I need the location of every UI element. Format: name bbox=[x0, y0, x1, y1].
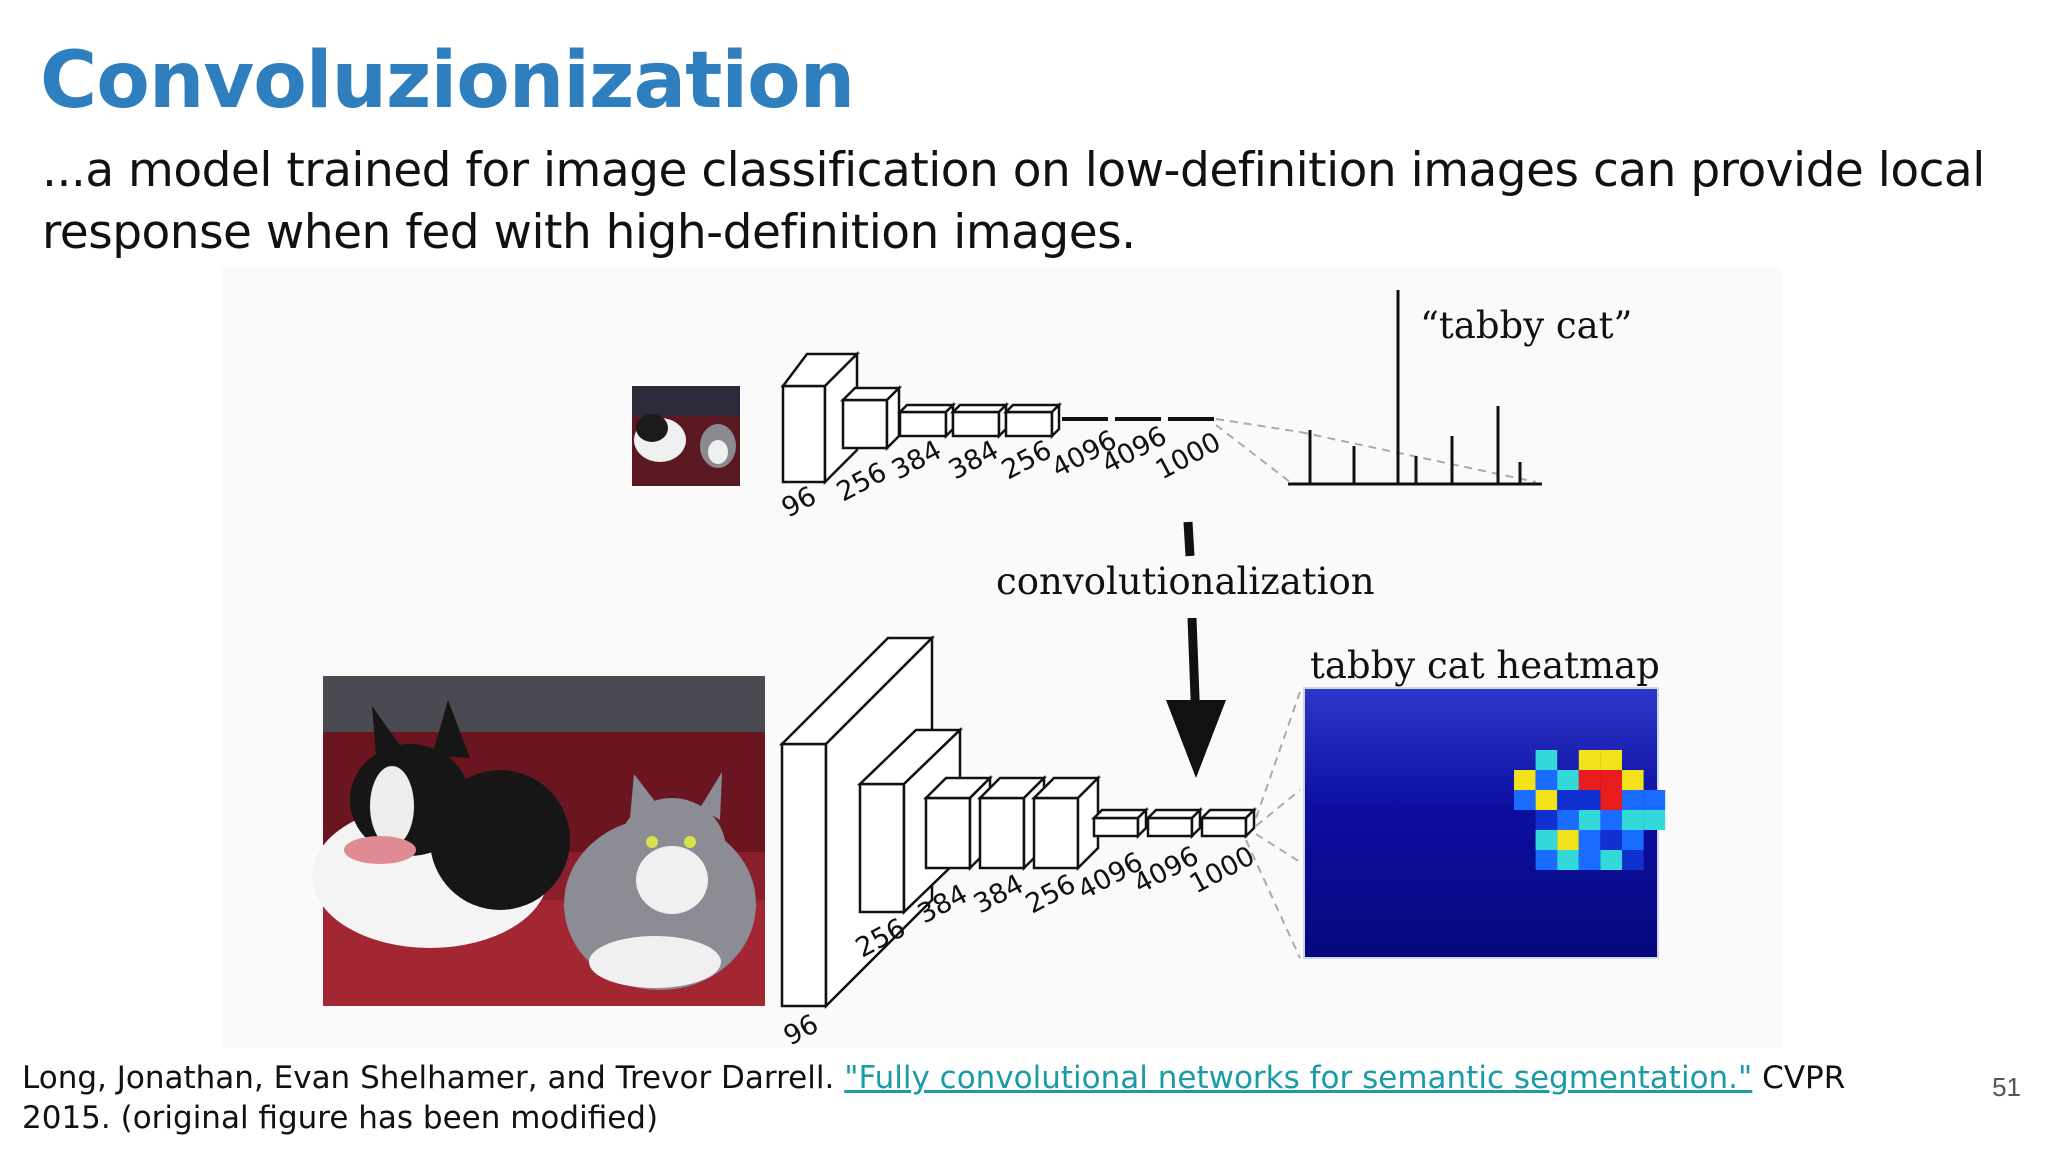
heatmap-cell bbox=[1535, 830, 1558, 850]
heatmap-cell bbox=[1578, 790, 1601, 810]
heatmap-cell bbox=[1622, 830, 1644, 850]
heatmap-cell bbox=[1557, 830, 1579, 850]
heatmap-cell bbox=[1600, 850, 1622, 870]
top-output-label: “tabby cat” bbox=[1420, 304, 1632, 347]
top-layer-256b bbox=[1002, 401, 1063, 440]
heatmap-cell bbox=[1557, 810, 1579, 830]
top-layer-256 bbox=[839, 384, 903, 452]
heatmap-cell bbox=[1535, 810, 1558, 830]
heatmap-cell bbox=[1535, 750, 1558, 770]
citation-venue: CVPR 2015. (original figure has been mod… bbox=[22, 1060, 1846, 1136]
bottom-layer-256b bbox=[1030, 774, 1102, 872]
convolutionalization-arrow bbox=[1166, 521, 1226, 778]
heatmap-cell bbox=[1600, 810, 1622, 830]
heatmap-cell bbox=[1578, 850, 1601, 870]
heatmap-cell bbox=[1622, 810, 1644, 830]
slide-title: Convoluzionization bbox=[40, 36, 855, 126]
heatmap-cell bbox=[1514, 790, 1536, 810]
heatmap-cell bbox=[1535, 850, 1558, 870]
small-input-photo bbox=[632, 386, 740, 486]
heatmap-cell bbox=[1514, 770, 1536, 790]
heatmap-cell bbox=[1600, 750, 1622, 770]
citation: Long, Jonathan, Evan Shelhamer, and Trev… bbox=[22, 1058, 1942, 1138]
heatmap-cell bbox=[1600, 830, 1622, 850]
heatmap-cell bbox=[1578, 770, 1601, 790]
heatmap-cell bbox=[1557, 790, 1579, 810]
arrow-label: convolutionalization bbox=[996, 560, 1375, 603]
heatmap-cell bbox=[1578, 830, 1601, 850]
heatmap-cell bbox=[1557, 850, 1579, 870]
heatmap-cell bbox=[1600, 790, 1622, 810]
citation-authors: Long, Jonathan, Evan Shelhamer, and Trev… bbox=[22, 1060, 835, 1096]
top-layer-384a bbox=[896, 401, 957, 440]
top-layer-boxes bbox=[780, 350, 1063, 486]
tabby-cat-heatmap bbox=[1303, 687, 1666, 959]
heatmap-cell bbox=[1643, 790, 1666, 810]
heatmap-cell bbox=[1535, 770, 1558, 790]
top-layer-384b bbox=[949, 401, 1010, 440]
heatmap-cell bbox=[1643, 810, 1666, 830]
heatmap-cell bbox=[1578, 810, 1601, 830]
heatmap-cell bbox=[1578, 750, 1601, 770]
bottom-layer-384a bbox=[922, 774, 994, 872]
bottom-layer-boxes bbox=[778, 634, 1258, 1010]
page-number: 51 bbox=[1992, 1072, 2021, 1102]
heatmap-cell bbox=[1622, 790, 1644, 810]
bottom-layer-4096a bbox=[1090, 806, 1150, 840]
heatmap-cell bbox=[1557, 770, 1579, 790]
bottom-layer-1000 bbox=[1198, 806, 1258, 840]
heatmap-cell bbox=[1622, 850, 1644, 870]
slide-subtitle: ...a model trained for image classificat… bbox=[42, 143, 1985, 260]
paper-link[interactable]: "Fully convolutional networks for semant… bbox=[844, 1060, 1753, 1096]
top-layer-96 bbox=[780, 350, 861, 486]
large-input-photo bbox=[312, 676, 765, 1006]
heatmap-cell bbox=[1535, 790, 1558, 810]
bottom-layer-96 bbox=[778, 634, 936, 1010]
bottom-dashed-connectors bbox=[1245, 691, 1301, 959]
arrow-head-icon bbox=[1166, 700, 1226, 778]
class-score-histogram bbox=[1288, 290, 1542, 486]
heatmap-cell bbox=[1622, 770, 1644, 790]
bottom-layer-4096b bbox=[1144, 806, 1204, 840]
bottom-output-label: tabby cat heatmap bbox=[1310, 644, 1660, 687]
heatmap-cell bbox=[1600, 770, 1622, 790]
